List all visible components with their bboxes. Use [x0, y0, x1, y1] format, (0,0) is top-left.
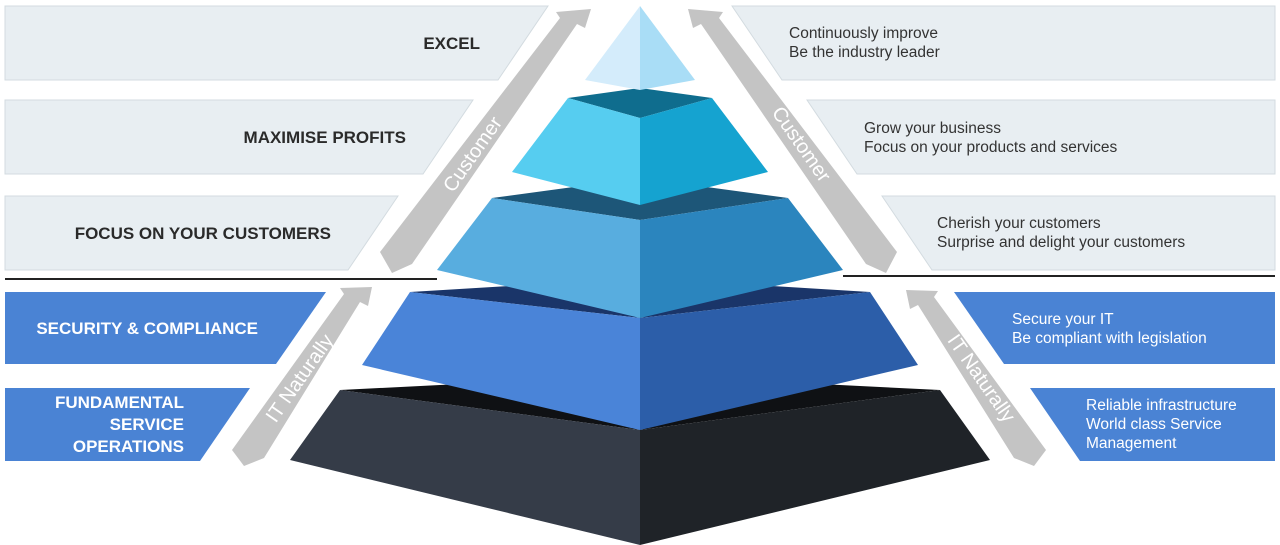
desc-security-2: Be compliant with legislation	[1012, 330, 1207, 347]
left-panel-excel	[4, 5, 549, 81]
tier-maximise	[512, 88, 768, 205]
tier-focus-right	[640, 198, 843, 318]
desc-excel-1: Continuously improve	[789, 25, 938, 42]
tier-security-left	[362, 292, 640, 430]
tier-maximise-top	[568, 88, 712, 118]
label-fundamental-3: OPERATIONS	[73, 437, 184, 456]
label-fundamental-2: SERVICE	[110, 415, 184, 434]
label-focus-customers: FOCUS ON YOUR CUSTOMERS	[75, 224, 331, 243]
desc-fundamental-2: World class Service	[1086, 416, 1222, 433]
pyramid	[290, 6, 990, 545]
label-security-compliance: SECURITY & COMPLIANCE	[36, 319, 258, 338]
right-panel-security	[954, 292, 1275, 364]
tier-focus-left	[437, 198, 640, 318]
desc-fundamental-3: Management	[1086, 435, 1177, 452]
arrow-customer-right	[688, 9, 897, 273]
tier-excel	[585, 6, 695, 90]
desc-excel-2: Be the industry leader	[789, 44, 940, 61]
label-maximise-profits: MAXIMISE PROFITS	[244, 128, 406, 147]
tier-maximise-left	[512, 98, 640, 205]
label-excel: EXCEL	[423, 34, 480, 53]
left-panels	[4, 5, 549, 461]
right-panels	[731, 5, 1276, 461]
tier-excel-left	[585, 6, 640, 90]
tier-security-right	[640, 292, 918, 430]
right-panel-excel	[731, 5, 1276, 81]
left-panel-focus	[4, 195, 399, 271]
right-panel-focus	[881, 195, 1276, 271]
right-panel-fundamental	[1030, 388, 1275, 461]
arrow-it-left	[232, 287, 372, 466]
desc-focus-1: Cherish your customers	[937, 215, 1101, 232]
left-panel-maximise	[4, 99, 474, 175]
desc-fundamental-1: Reliable infrastructure	[1086, 397, 1237, 414]
desc-maximise-2: Focus on your products and services	[864, 139, 1118, 156]
tier-fundamental-left	[290, 390, 640, 545]
arrow-it-right	[906, 290, 1046, 466]
tier-fundamental-right	[640, 390, 990, 545]
label-fundamental-1: FUNDAMENTAL	[55, 393, 184, 412]
desc-focus-2: Surprise and delight your customers	[937, 234, 1185, 251]
left-panel-fundamental	[5, 388, 250, 461]
arrows	[232, 9, 1046, 466]
tier-maximise-right	[640, 98, 768, 205]
left-panel-security	[5, 292, 326, 364]
right-panel-maximise	[806, 99, 1276, 175]
tier-excel-right	[640, 6, 695, 90]
desc-security-1: Secure your IT	[1012, 311, 1114, 328]
desc-maximise-1: Grow your business	[864, 120, 1001, 137]
arrow-customer-left	[380, 9, 591, 273]
tier-focus	[437, 178, 843, 318]
